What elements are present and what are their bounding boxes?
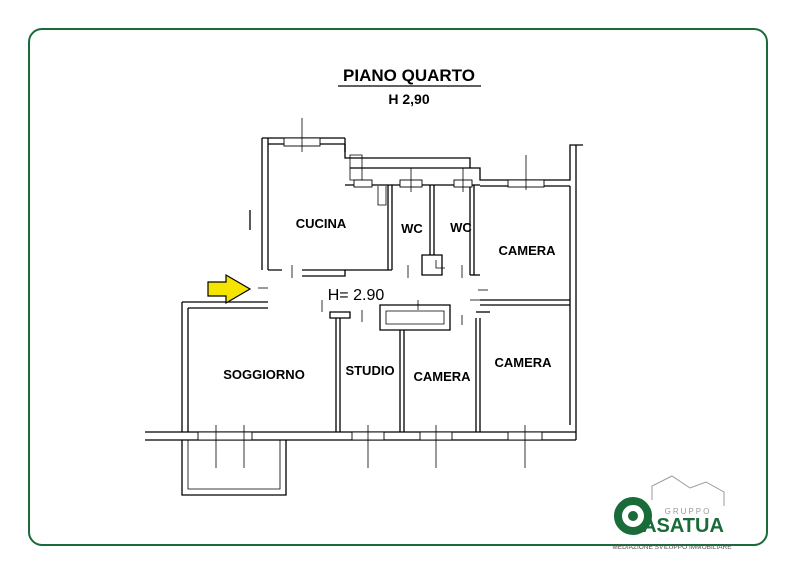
entrance-arrow-icon — [207, 273, 252, 305]
room-label-camera-1: CAMERA — [498, 243, 556, 258]
room-label-camera-2: CAMERA — [413, 369, 471, 384]
room-label-soggiorno: SOGGIORNO — [223, 367, 305, 382]
outer-walls — [145, 137, 583, 496]
interior-walls — [268, 154, 570, 432]
company-logo: GRUPPO ASATUA MEDIAZIONE SVILUPPO IMMOBI… — [612, 475, 732, 551]
logo-group: GRUPPO — [665, 507, 712, 516]
logo-emblem-icon — [614, 497, 652, 535]
plan-subtitle-height: H 2,90 — [388, 91, 429, 107]
room-label-studio: STUDIO — [345, 363, 394, 378]
room-label-wc-1: WC — [401, 221, 423, 236]
logo-name: ASATUA — [642, 515, 724, 537]
room-label-wc-2: WC — [450, 220, 472, 235]
plan-title: PIANO QUARTO — [343, 66, 475, 85]
room-label-camera-3: CAMERA — [494, 355, 552, 370]
page-frame — [28, 28, 768, 546]
room-label-cucina: CUCINA — [296, 216, 347, 231]
door-ticks — [258, 265, 488, 325]
height-marker: H= 2.90 — [328, 287, 385, 304]
windows — [197, 118, 545, 468]
logo-tagline: MEDIAZIONE SVILUPPO IMMOBILIARE — [612, 544, 732, 551]
